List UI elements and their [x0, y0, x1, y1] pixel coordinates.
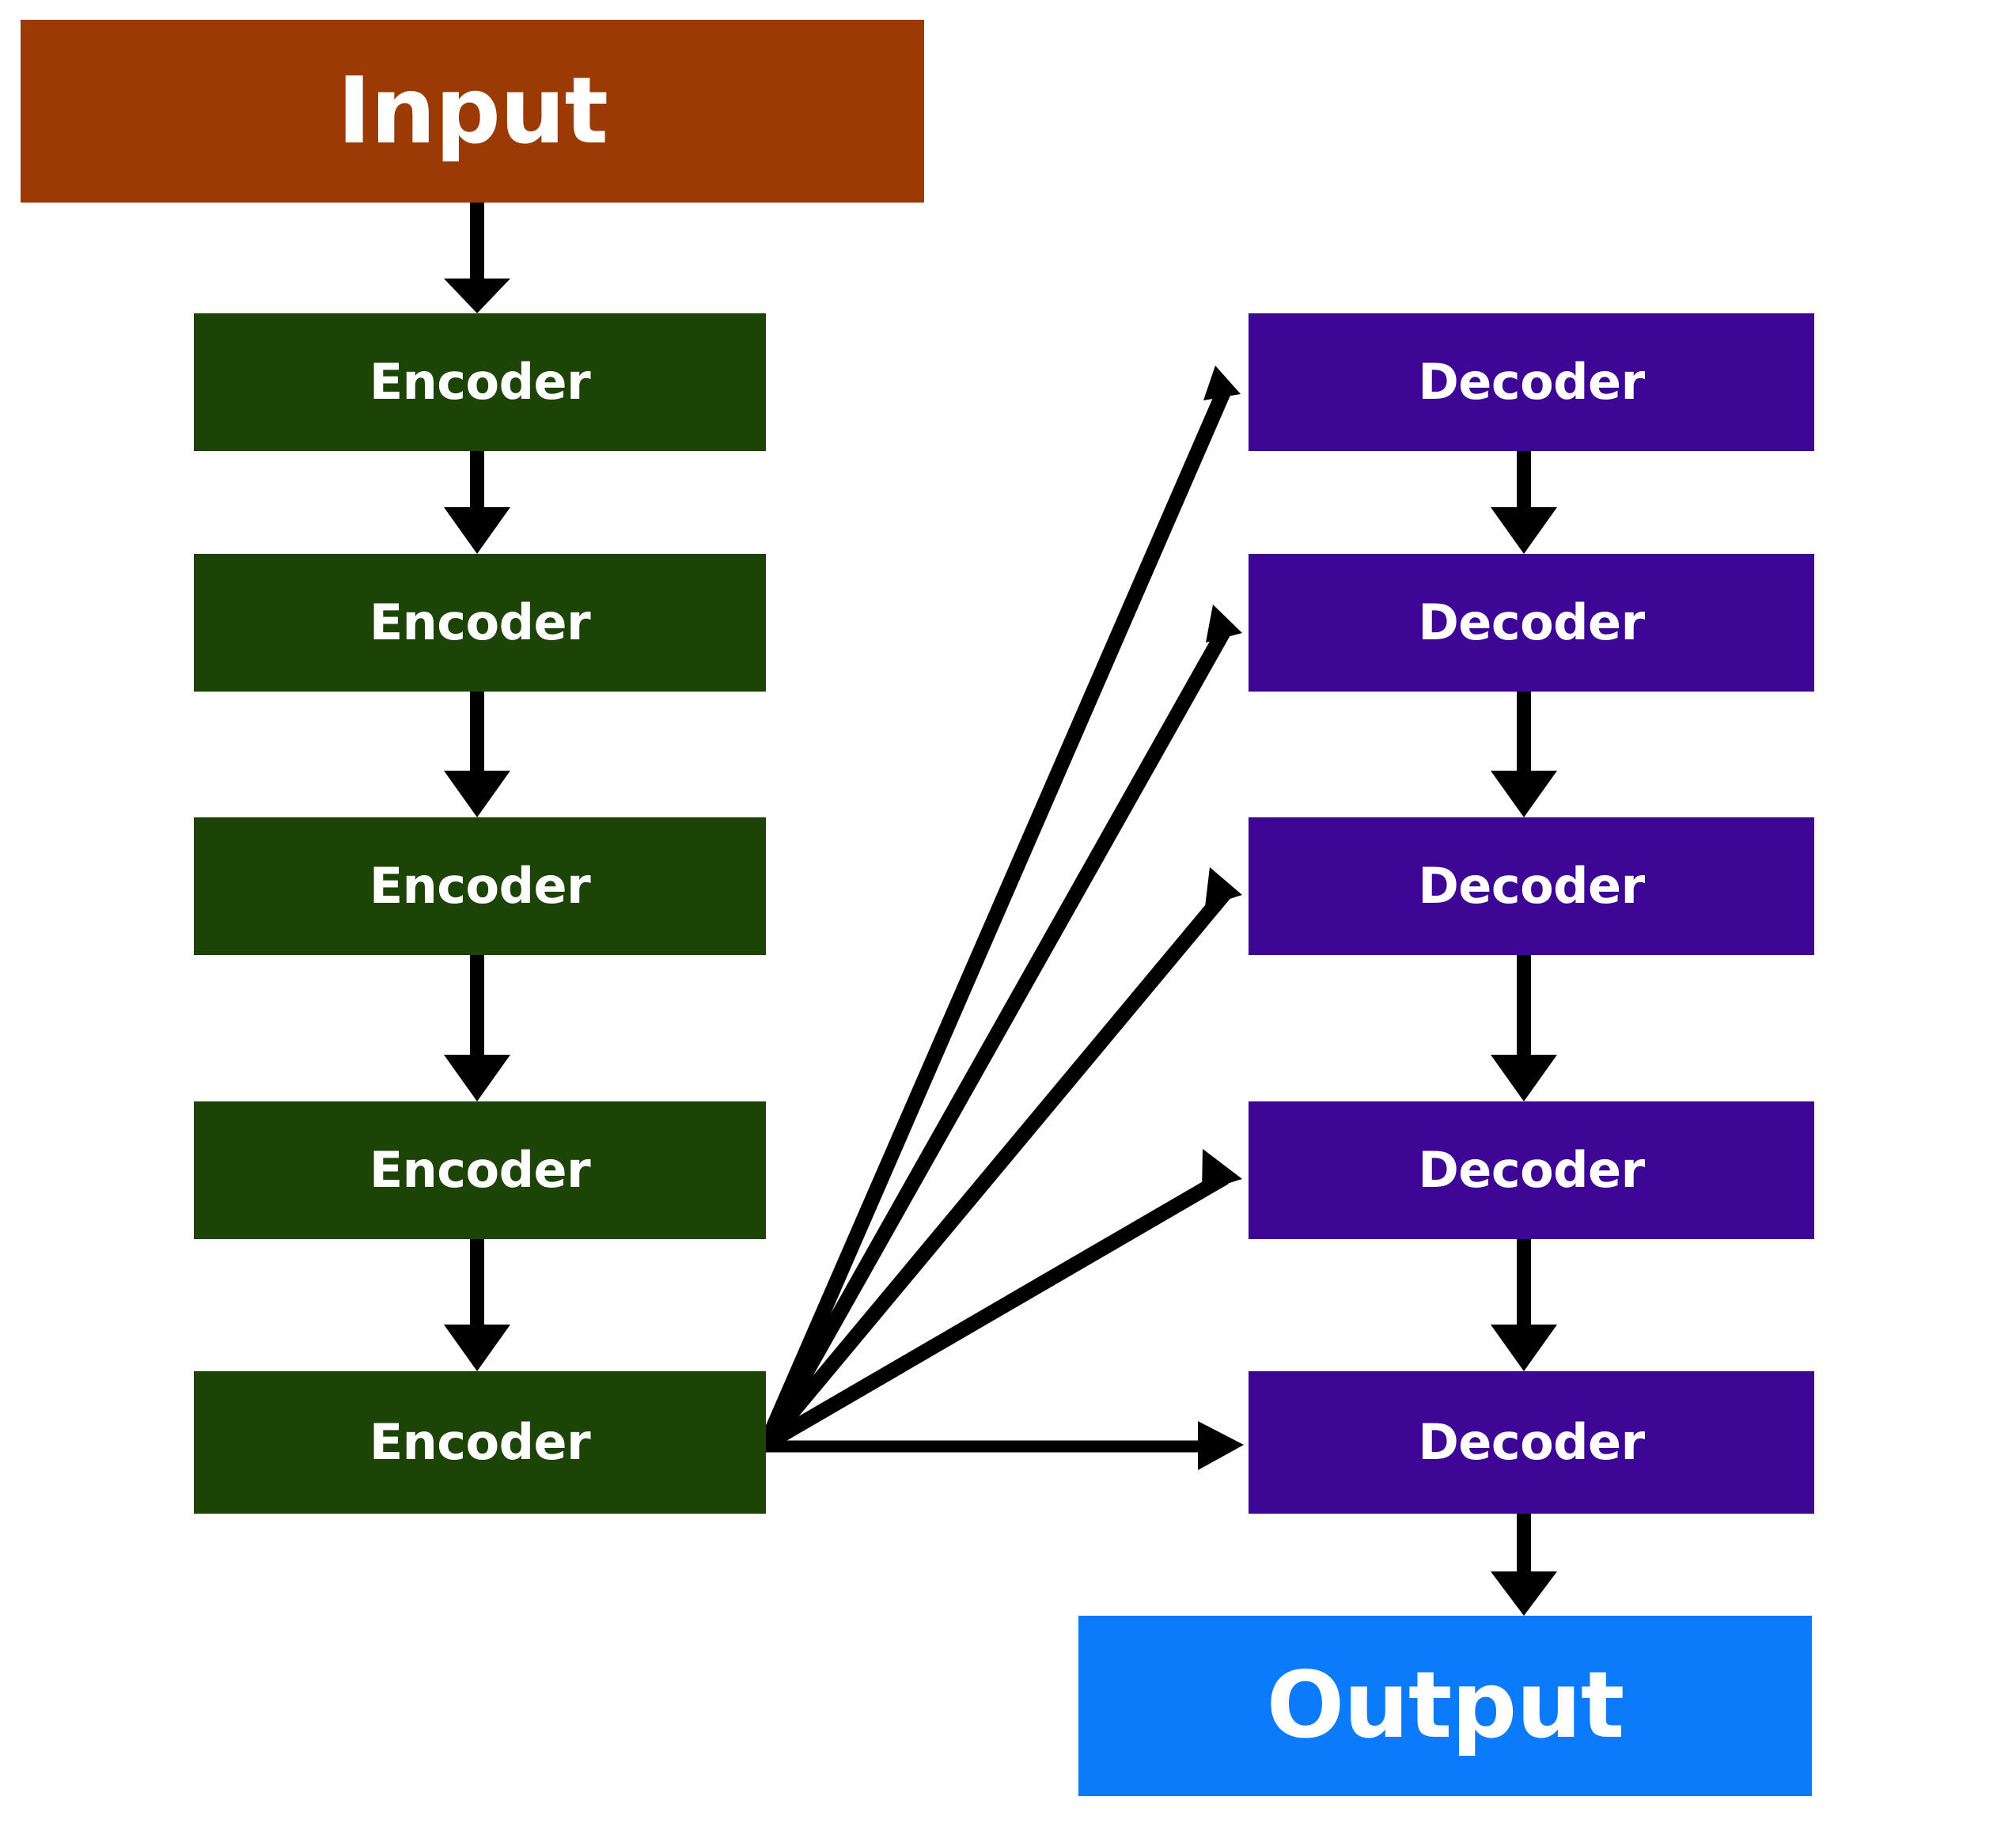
- encoder-label-2: Encoder: [369, 593, 591, 651]
- edge-decoder-2-to-decoder-3: [1491, 692, 1557, 817]
- decoder-label-1: Decoder: [1418, 353, 1645, 411]
- encoder-label-5: Encoder: [369, 1413, 591, 1471]
- decoder-block-1[interactable]: Decoder: [1249, 313, 1814, 451]
- decoder-block-4[interactable]: Decoder: [1249, 1101, 1814, 1239]
- edge-encoder-4-to-encoder-5: [444, 1239, 510, 1371]
- edge-fanout-encoder-5-to-decoder-4: [762, 1149, 1242, 1451]
- edge-decoder-1-to-decoder-2: [1491, 451, 1557, 554]
- edge-fanout-encoder-5-to-decoder-1: [759, 366, 1241, 1447]
- output-block[interactable]: Output: [1078, 1616, 1812, 1796]
- input-block[interactable]: Input: [21, 20, 924, 203]
- decoder-label-3: Decoder: [1418, 857, 1645, 915]
- edge-fanout-encoder-5-to-decoder-3: [760, 867, 1242, 1450]
- encoder-block-3[interactable]: Encoder: [194, 817, 766, 955]
- decoder-label-4: Decoder: [1418, 1141, 1645, 1199]
- decoder-label-2: Decoder: [1418, 593, 1645, 651]
- edge-decoder-4-to-decoder-5: [1491, 1239, 1557, 1371]
- encoder-block-2[interactable]: Encoder: [194, 554, 766, 692]
- decoder-block-5[interactable]: Decoder: [1249, 1371, 1814, 1514]
- decoder-label-5: Decoder: [1418, 1413, 1645, 1471]
- output-label: Output: [1266, 1652, 1625, 1759]
- edge-fanout-encoder-5-to-decoder-5: [766, 1421, 1244, 1470]
- encoder-block-1[interactable]: Encoder: [194, 313, 766, 451]
- edge-encoder-1-to-encoder-2: [444, 451, 510, 554]
- decoder-block-2[interactable]: Decoder: [1249, 554, 1814, 692]
- encoder-label-4: Encoder: [369, 1141, 591, 1199]
- decoder-block-3[interactable]: Decoder: [1249, 817, 1814, 955]
- encoder-label-3: Encoder: [369, 857, 591, 915]
- edge-decoder-3-to-decoder-4: [1491, 955, 1557, 1101]
- encoder-block-5[interactable]: Encoder: [194, 1371, 766, 1514]
- edge-input-to-encoder-1: [444, 203, 510, 313]
- edge-decoder-5-to-output: [1491, 1514, 1557, 1616]
- edge-encoder-3-to-encoder-4: [444, 955, 510, 1101]
- input-label: Input: [337, 57, 608, 165]
- encoder-block-4[interactable]: Encoder: [194, 1101, 766, 1239]
- edge-fanout-encoder-5-to-decoder-2: [759, 605, 1242, 1448]
- edge-encoder-2-to-encoder-3: [444, 692, 510, 817]
- encoder-label-1: Encoder: [369, 353, 591, 411]
